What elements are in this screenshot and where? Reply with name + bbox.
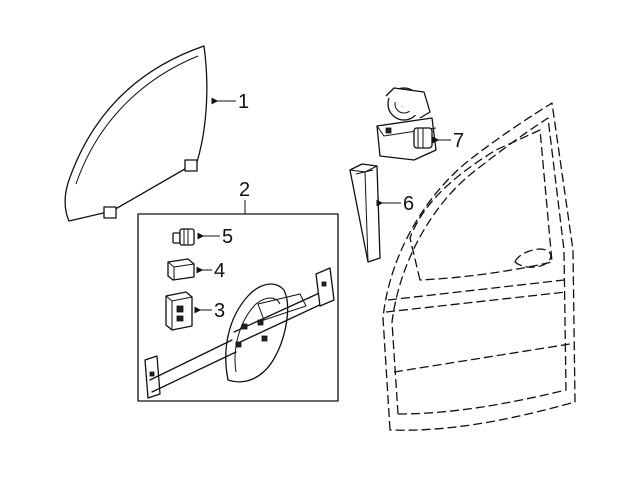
bolt-part[interactable] [172,228,195,246]
window-regulator-part[interactable] [144,267,335,399]
regulator-group-box [137,200,339,402]
door-outline [382,102,576,431]
callout-6: 6 [403,193,414,215]
door-glass-part[interactable] [64,45,208,222]
callout-7: 7 [453,130,464,152]
callout-4: 4 [214,260,225,282]
callout-2: 2 [239,179,250,201]
callout-3: 3 [214,300,225,322]
guide-block-part[interactable] [165,291,193,331]
clip-part[interactable] [167,258,195,281]
window-motor-part[interactable] [376,87,437,161]
callout-5: 5 [222,226,233,248]
callout-1: 1 [238,91,249,113]
glass-run-channel-part[interactable] [349,163,381,263]
